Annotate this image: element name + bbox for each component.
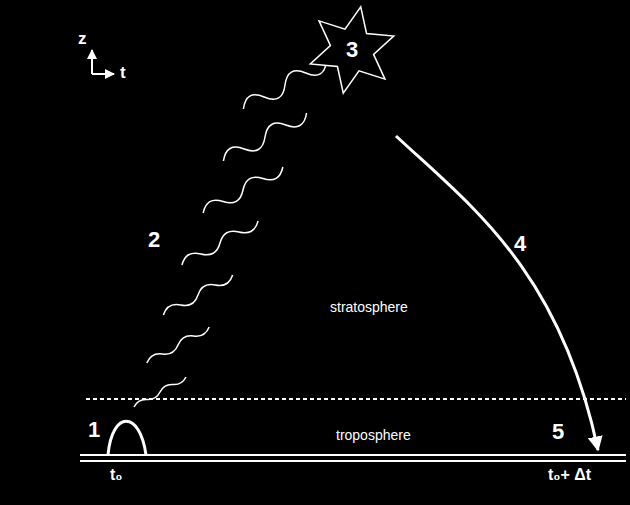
- callout-number: 3: [346, 38, 358, 62]
- axis-label: t: [120, 64, 126, 83]
- t-axis-arrow: [92, 73, 114, 75]
- callout-number: 4: [514, 232, 526, 256]
- axis-label: z: [78, 30, 87, 49]
- tropospheric-event: [108, 421, 146, 455]
- z-axis-arrow: [91, 50, 93, 74]
- time-label: t₀: [110, 466, 123, 484]
- ground-line: [80, 454, 626, 456]
- callout-number: 1: [88, 418, 100, 442]
- layer-label: stratosphere: [330, 300, 408, 315]
- callout-number: 5: [552, 420, 564, 444]
- callout-number: 2: [148, 228, 160, 252]
- tropopause-line: [86, 398, 626, 400]
- downward-propagation-arrow: [396, 136, 598, 450]
- ground-line: [80, 460, 626, 462]
- layer-label: troposphere: [336, 428, 411, 443]
- event-star: 3: [306, 4, 398, 96]
- time-label: t₀+ Δt: [548, 466, 591, 484]
- planetary-waves: [133, 54, 331, 409]
